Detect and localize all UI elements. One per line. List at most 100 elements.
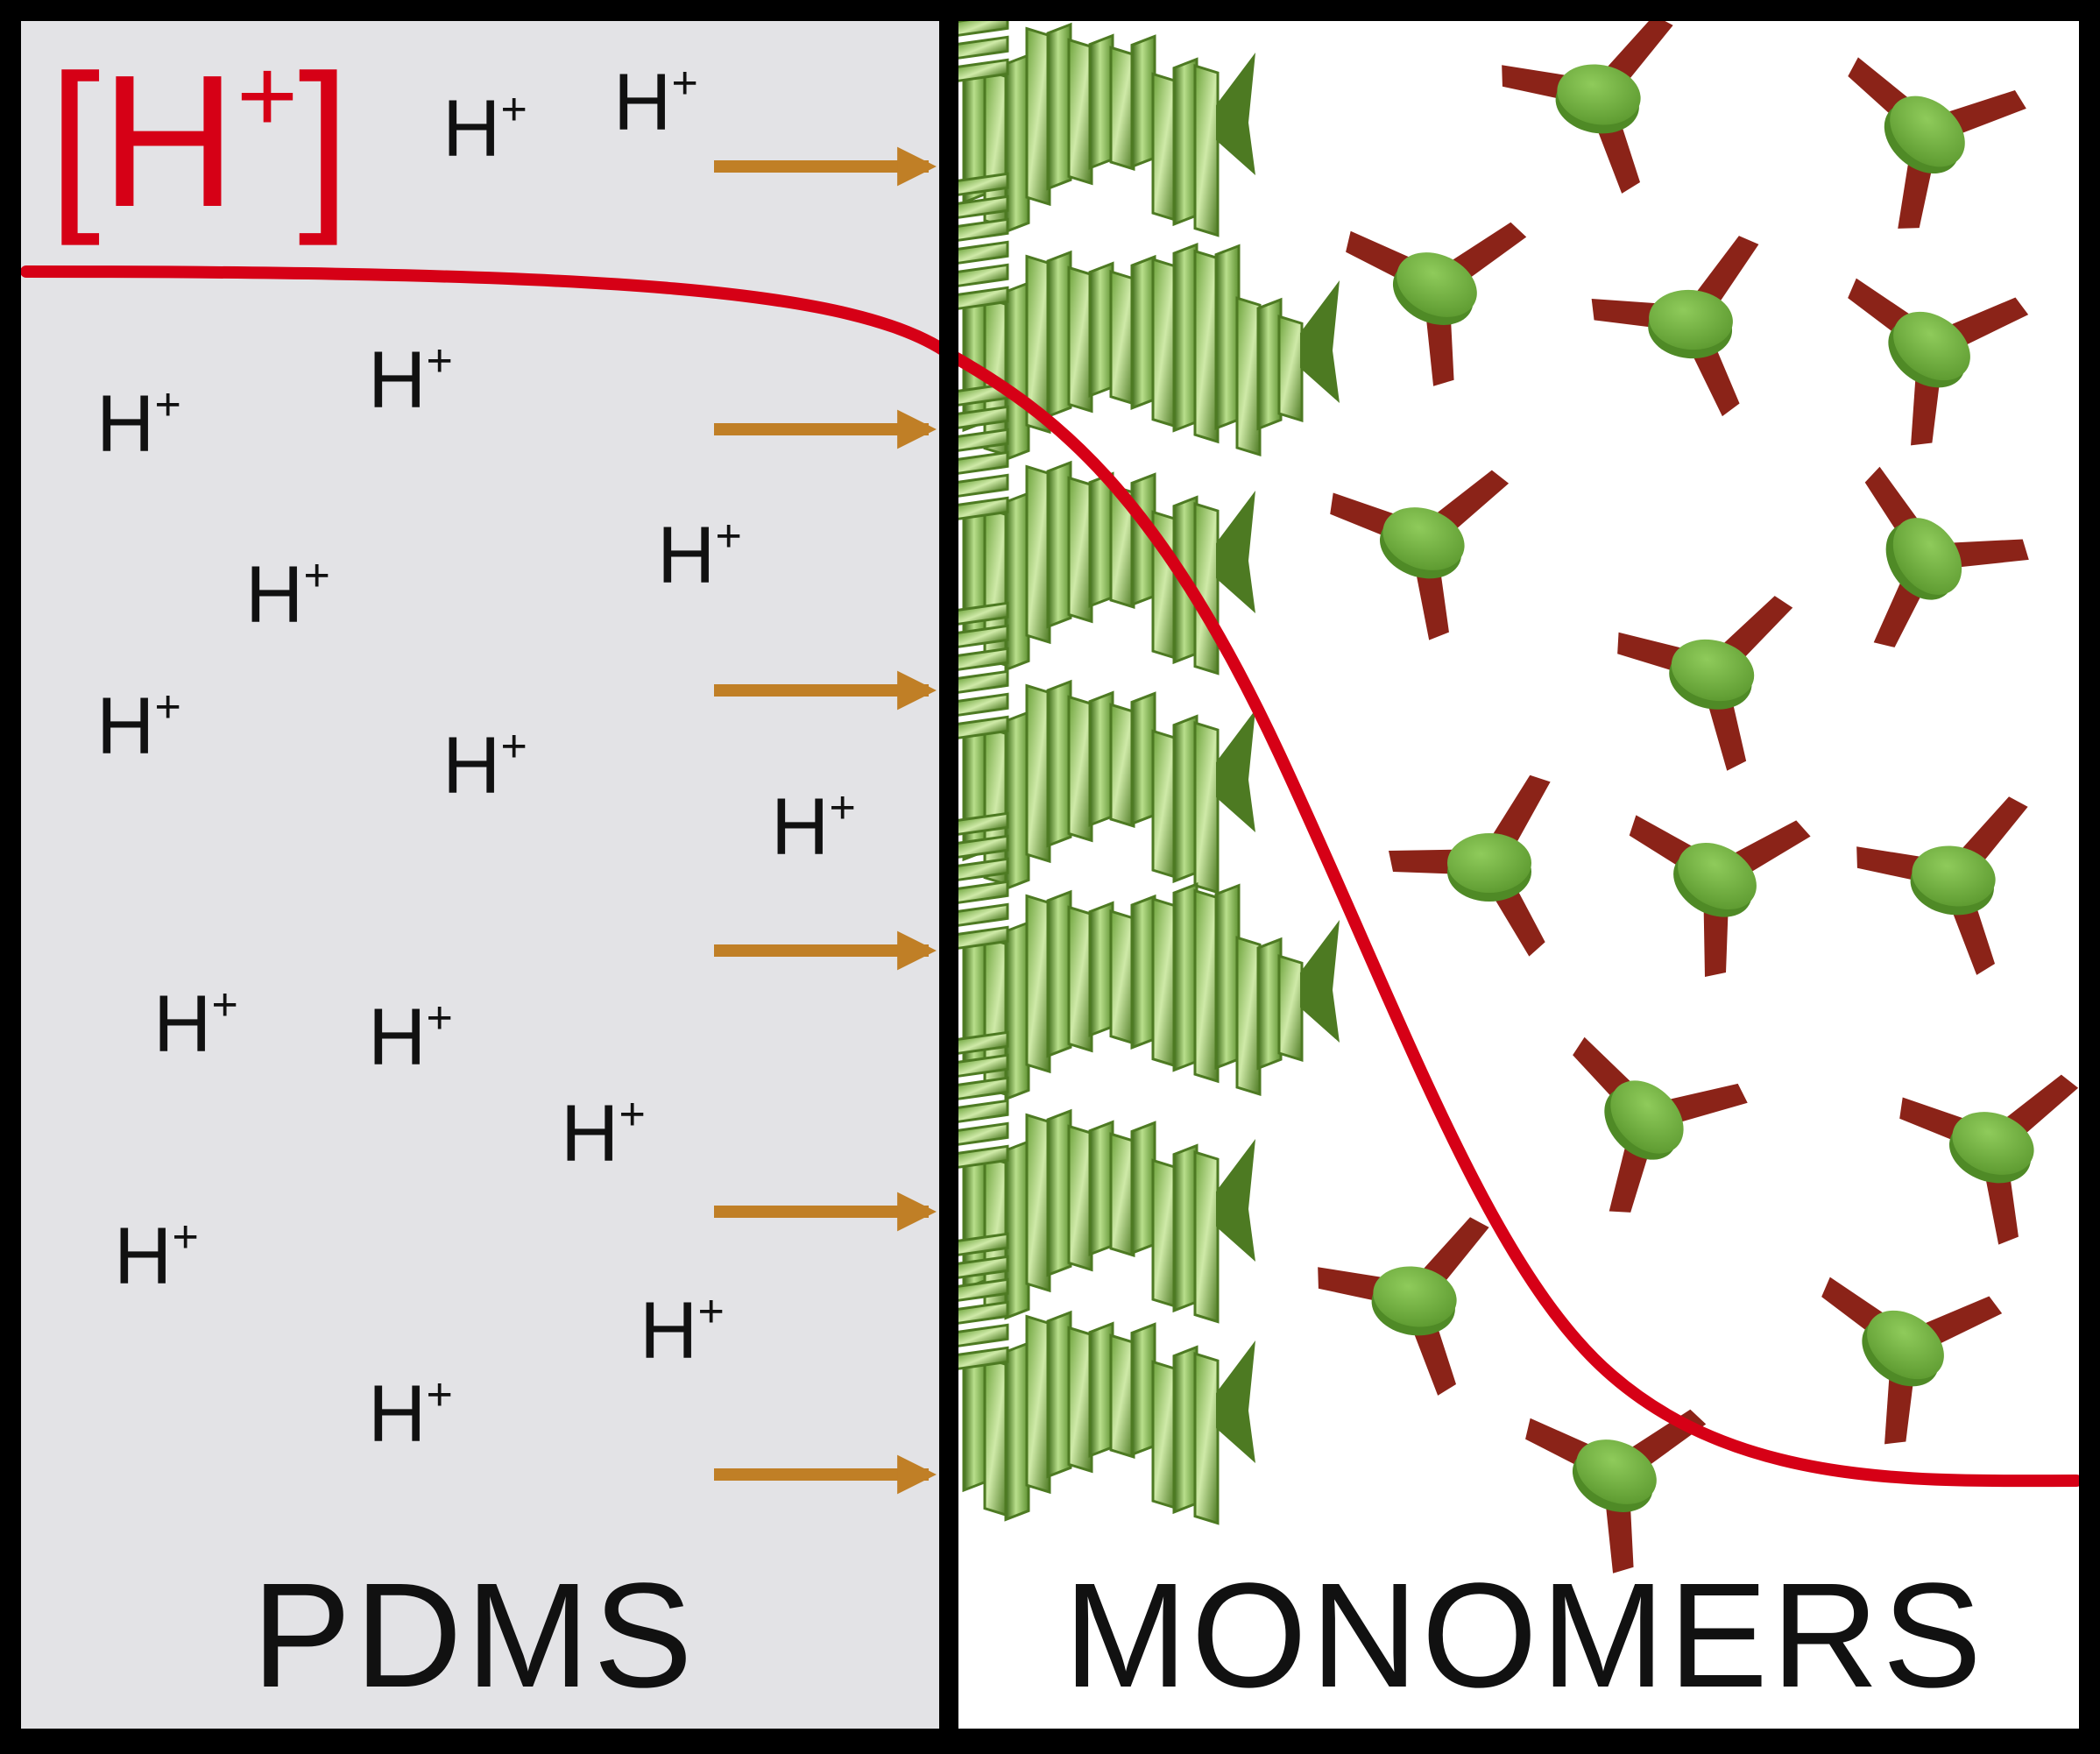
monomer [1864, 466, 2029, 647]
proton-base: H [657, 511, 715, 600]
fiber-strip [1151, 1158, 1177, 1309]
monomer [1629, 815, 1811, 977]
fiber-strip [1109, 1333, 1135, 1459]
monomer-core [1610, 1080, 1684, 1154]
fiber-strip [1046, 1108, 1072, 1277]
fiber-strip [1088, 690, 1114, 827]
fiber-strip [1193, 1150, 1220, 1324]
fiber-strip [1109, 703, 1135, 828]
fiber-strip [1025, 464, 1051, 645]
diffusion-arrows [714, 146, 937, 1495]
fiber-strip [1193, 888, 1220, 1084]
fiber-strip [1025, 683, 1051, 864]
fiber-strip [1004, 1139, 1030, 1320]
proton-label: H+ [442, 84, 527, 173]
monomer-core [1912, 845, 1996, 907]
conc-label-sup: + [237, 37, 298, 154]
monomer [1318, 1217, 1489, 1396]
proton-base: H [442, 721, 500, 810]
fiber-strip [1130, 1322, 1156, 1457]
proton-sup: + [500, 721, 527, 772]
fiber-tip [1300, 920, 1340, 1043]
concentration-label: [H+] [48, 35, 350, 246]
fiber-tip [1216, 1340, 1255, 1463]
fiber-strip [1130, 254, 1156, 410]
fiber-strip [1046, 679, 1072, 848]
monomer-core [1396, 252, 1477, 317]
proton-base: H [442, 84, 500, 173]
proton-sup: + [154, 379, 180, 430]
fiber-strip [1172, 1345, 1198, 1515]
fiber-strip [1004, 280, 1030, 462]
fiber-strip [1088, 471, 1114, 608]
fiber-strip [983, 1355, 1009, 1517]
fiber-strip [1025, 1113, 1051, 1293]
proton-label: H+ [96, 379, 181, 469]
proton-base: H [368, 1369, 426, 1459]
fiber-strip [1025, 1314, 1051, 1495]
monomer-core [1373, 1266, 1457, 1327]
fiber-strip [1256, 297, 1283, 431]
fiber-strip [1067, 695, 1093, 843]
fiber-strip [1004, 1340, 1030, 1522]
concentration-curve [20, 265, 2082, 1488]
fiber-strip [1088, 901, 1114, 1037]
proton-sup: + [619, 1089, 645, 1140]
fiber-strip [1067, 265, 1093, 414]
fiber-strip [1235, 936, 1262, 1097]
fiber-strip [1004, 710, 1030, 891]
fiber-strip [1193, 249, 1220, 444]
fiber-bundle [953, 172, 1340, 462]
monomer [1330, 470, 1510, 640]
fiber-strip [1109, 909, 1135, 1045]
proton-label: H+ [96, 682, 181, 771]
proton-base: H [114, 1212, 172, 1301]
monomer [1899, 1074, 2079, 1245]
fiber-strip [1109, 1132, 1135, 1257]
monomer [1821, 1277, 2003, 1445]
proton-label: H+ [657, 511, 742, 600]
proton-label: H+ [640, 1286, 725, 1376]
fiber-strip [1088, 261, 1114, 398]
proton-base: H [640, 1286, 697, 1376]
monomer [1848, 278, 2029, 446]
monomer [1502, 15, 1673, 194]
conc-label-close: ] [298, 35, 350, 246]
proton-label: H+ [442, 721, 527, 810]
fiber-strip [1172, 714, 1198, 884]
monomer [1856, 796, 2028, 975]
monomer-core [1893, 311, 1970, 381]
fiber-tip [1216, 491, 1255, 613]
fiber-tip [1300, 280, 1340, 403]
proton-base: H [561, 1089, 619, 1178]
monomer-core [1671, 639, 1755, 702]
monomer-layer [1318, 15, 2079, 1574]
proton-sup: + [154, 682, 180, 732]
fiber-strip [1109, 270, 1135, 406]
fiber-strip [1172, 57, 1198, 227]
monomer [1617, 596, 1793, 771]
fiber-strip [1004, 491, 1030, 672]
fiber-strip [1193, 721, 1220, 895]
monomer-core [1557, 64, 1641, 125]
fiber-strip [1193, 64, 1220, 237]
fiber-strip [1046, 889, 1072, 1058]
fiber-tip [1216, 710, 1255, 832]
proton-sup: + [211, 980, 237, 1030]
fiber-strip [1151, 897, 1177, 1068]
monomer [1389, 774, 1551, 957]
fiber-strip [1151, 1360, 1177, 1510]
fiber-strip [1067, 1124, 1093, 1272]
proton-label: H+ [771, 782, 856, 872]
fiber-strip [1214, 883, 1241, 1071]
fiber-strip [1109, 46, 1135, 171]
monomer-core [1447, 833, 1531, 893]
fiber-bundle [953, 1232, 1255, 1525]
proton-base: H [613, 58, 671, 147]
fiber-strip [1046, 460, 1072, 629]
fiber-strip [1277, 315, 1304, 423]
fiber-strip [1277, 954, 1304, 1063]
fiber-strip [1151, 258, 1177, 428]
monomer [1573, 1036, 1748, 1213]
